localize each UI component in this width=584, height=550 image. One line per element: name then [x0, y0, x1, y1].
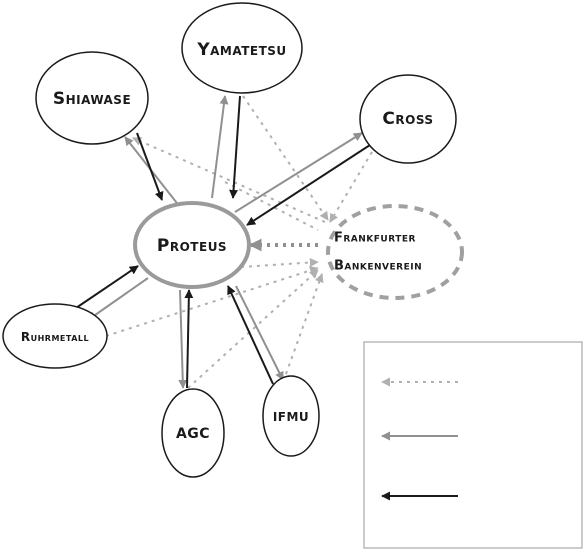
node-frankfurter-bankenverein: Frankfurter Bankenverein — [326, 204, 464, 300]
node-yamatetsu-label: Yamatetsu — [196, 40, 286, 60]
dotted-links — [105, 95, 373, 389]
dotted-link-proteus-frankfurter — [224, 181, 319, 231]
node-proteus: Proteus — [133, 201, 251, 289]
black-arrow-yamatetsu-proteus — [229, 95, 241, 199]
dotted-link-cross-frankfurter — [329, 151, 373, 223]
black-arrow-agc-proteus — [184, 289, 194, 389]
node-shiawase: Shiawase — [35, 51, 149, 145]
node-proteus-label: Proteus — [157, 236, 227, 256]
node-frankfurter-label-line2: Bankenverein — [334, 259, 422, 274]
black-arrow-ruhrmetall-proteus — [75, 265, 139, 309]
dotted-link-yamatetsu-frankfurter — [242, 95, 329, 221]
node-cross-label: Cross — [382, 109, 433, 129]
node-ruhrmetall-label: Ruhrmetall — [21, 330, 89, 344]
node-agc: AGC — [161, 388, 225, 478]
node-agc-label: AGC — [176, 426, 210, 442]
black-arrow-shiawase-proteus — [136, 132, 164, 201]
arrow-links — [75, 95, 371, 389]
gray-arrow-proteus-agc — [178, 289, 188, 389]
node-ifmu-label: IFMU — [273, 410, 309, 424]
black-arrow-ifmu-proteus — [227, 285, 274, 385]
legend-box — [363, 341, 583, 549]
node-cross: Cross — [359, 74, 457, 164]
gray-arrow-proteus-ruhrmetall — [87, 277, 149, 321]
node-ruhrmetall: Ruhrmetall — [2, 303, 108, 369]
node-yamatetsu: Yamatetsu — [181, 2, 303, 94]
node-shiawase-label: Shiawase — [53, 89, 131, 109]
gray-arrow-proteus-ifmu — [235, 285, 284, 381]
black-arrow-cross-proteus — [246, 144, 371, 226]
dotted-link-ifmu-frankfurter — [285, 273, 324, 375]
dotted-link-ruhrmetall-frankfurter — [105, 266, 319, 337]
gray-arrow-proteus-yamatetsu — [211, 95, 229, 199]
node-ifmu: IFMU — [262, 375, 320, 457]
legend — [363, 341, 583, 549]
node-frankfurter-label-line1: Frankfurter — [334, 231, 416, 246]
dotted-link-frankfurter-shiawase — [132, 137, 326, 223]
dotted-link-agc-frankfurter — [187, 269, 319, 389]
gray-arrow-proteus-cross — [234, 132, 363, 213]
